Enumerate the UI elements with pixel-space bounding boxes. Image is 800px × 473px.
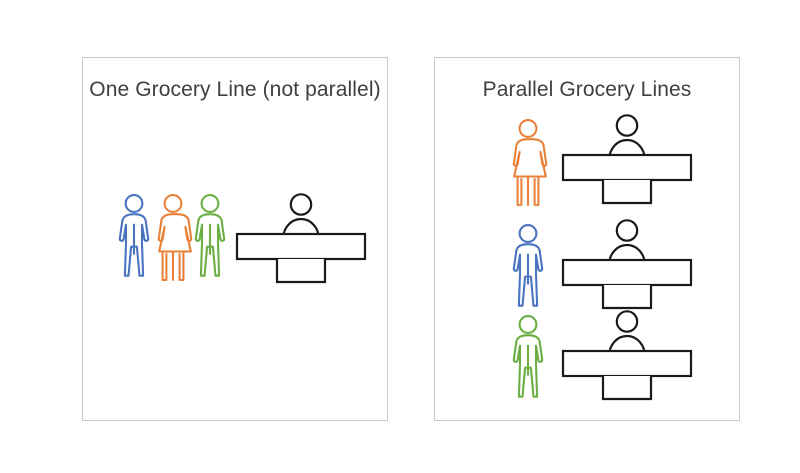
lane-1-customer [511,117,548,207]
panel-parallel-grocery-lines: Parallel Grocery Lines [434,57,740,421]
cashier-head-icon [615,219,639,242]
counter-base [601,376,653,401]
lane-3-customer [511,313,547,403]
cashier-head-icon [615,114,639,137]
checkout-counter-1 [235,191,367,284]
counter-top [235,232,367,261]
checkout-counter-lane-1 [561,112,693,205]
person-icon-female-orange [512,119,548,207]
panel-title-parallel-lines: Parallel Grocery Lines [482,78,692,101]
person-icon-female-orange [157,194,193,282]
counter-base [601,285,653,310]
lane-2-customer [511,222,547,312]
counter-base [275,259,327,284]
panel-one-grocery-line: One Grocery Line (not parallel) [82,57,388,421]
checkout-counter-lane-2 [561,217,693,310]
cashier-head-icon [289,193,313,216]
person-icon-male-blue [512,224,544,307]
person-icon-male-green [512,315,544,398]
customer-queue-single-line [117,192,227,282]
counter-base [601,180,653,205]
counter-top [561,349,693,378]
counter-top [561,153,693,182]
person-icon-male-green [194,194,226,277]
person-icon-male-blue [118,194,150,277]
panel-title-one-line: One Grocery Line (not parallel) [89,78,381,101]
cashier-head-icon [615,310,639,333]
counter-top [561,258,693,287]
checkout-counter-lane-3 [561,308,693,401]
